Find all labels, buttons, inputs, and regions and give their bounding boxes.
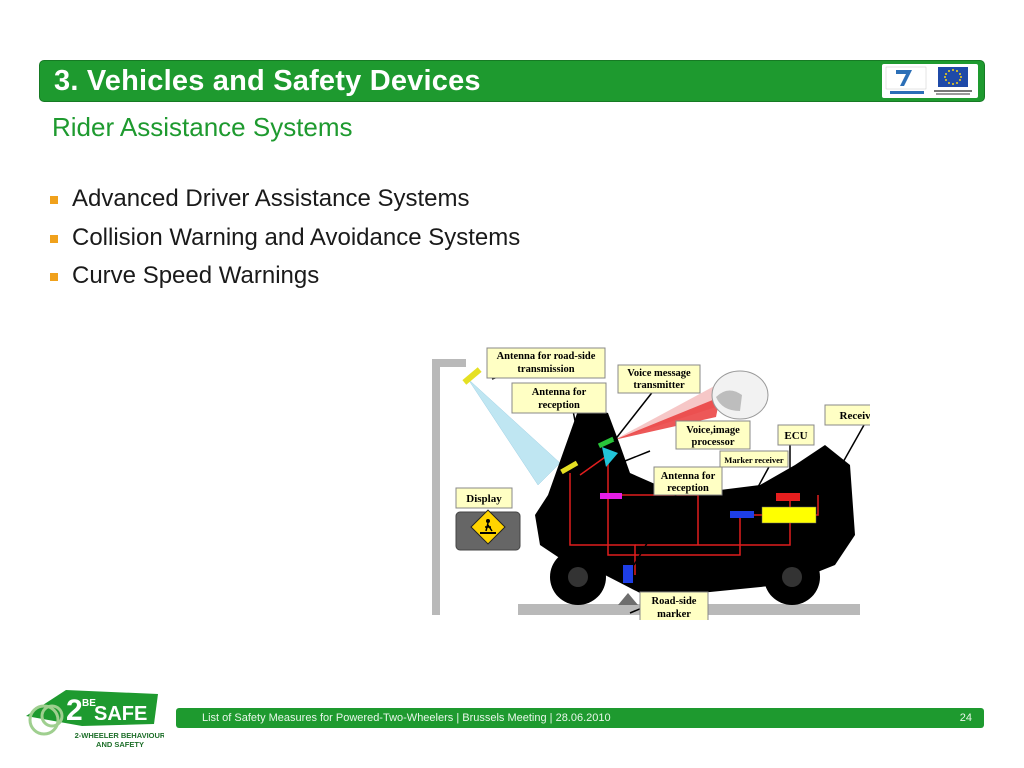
voice-beam-core	[614, 397, 720, 440]
voice-beam	[614, 383, 720, 440]
label-marker-receiver: Marker receiver	[719, 450, 789, 468]
roadside-pole	[432, 359, 440, 615]
svg-text:reception: reception	[667, 483, 709, 494]
svg-text:Voice message: Voice message	[627, 368, 691, 379]
label-roadside-marker: Road-side marker	[639, 591, 709, 623]
bullet-list: Advanced Driver Assistance Systems Colli…	[50, 182, 520, 298]
label-antenna-transmission: Antenna for road-side transmission	[486, 347, 606, 379]
svg-text:AND SAFETY: AND SAFETY	[96, 740, 144, 749]
wiring	[569, 450, 819, 575]
scooter-diagram: Antenna for road-side transmission Voice…	[432, 347, 896, 623]
rider-assistance-diagram: Antenna for road-side transmission Voice…	[430, 345, 896, 623]
label-antenna-reception-2: Antenna for reception	[653, 466, 723, 496]
svg-text:processor: processor	[692, 437, 735, 448]
transmission-antenna	[462, 367, 482, 385]
svg-text:Antenna for: Antenna for	[532, 387, 587, 398]
page-number: 24	[959, 712, 972, 724]
svg-text:2: 2	[66, 694, 83, 727]
svg-text:transmission: transmission	[517, 364, 574, 375]
2besafe-logo: 2 BE SAFE 2-WHEELER BEHAVIOUR AND SAFETY	[22, 684, 166, 756]
svg-text:marker: marker	[657, 609, 691, 620]
list-item: Advanced Driver Assistance Systems	[50, 182, 520, 221]
label-ecu: ECU	[777, 424, 815, 446]
svg-text:transmitter: transmitter	[633, 380, 685, 391]
2besafe-logo-icon: 2 BE SAFE 2-WHEELER BEHAVIOUR AND SAFETY	[26, 690, 166, 749]
bullet-square-icon	[50, 234, 58, 243]
svg-text:BE: BE	[82, 698, 96, 709]
reception-antenna-2	[560, 460, 579, 475]
label-voice-message: Voice message transmitter	[617, 364, 701, 394]
footer-bar: List of Safety Measures for Powered-Two-…	[176, 708, 984, 728]
title-bar: 3. Vehicles and Safety Devices	[40, 61, 984, 101]
svg-text:2-WHEELER BEHAVIOUR: 2-WHEELER BEHAVIOUR	[75, 731, 164, 740]
road-marker	[618, 593, 638, 605]
label-receiver: Receiver	[824, 404, 896, 426]
svg-text:Marker receiver: Marker receiver	[724, 455, 784, 465]
bullet-square-icon	[50, 273, 58, 281]
ecu-unit	[776, 493, 800, 501]
road-marker-antenna	[623, 565, 633, 583]
svg-text:Antenna for: Antenna for	[661, 471, 716, 482]
bullet-square-icon	[50, 196, 58, 204]
marker-receiver-unit	[730, 511, 754, 518]
page-title: 3. Vehicles and Safety Devices	[54, 65, 481, 97]
eu-logos-icon	[885, 66, 972, 95]
pole-arm	[432, 359, 466, 367]
svg-text:SAFE: SAFE	[94, 703, 147, 725]
antenna-beam	[467, 378, 561, 486]
svg-text:Display: Display	[466, 493, 502, 505]
partner-logos	[882, 64, 978, 98]
display-sign	[455, 509, 521, 551]
label-display: Display	[455, 487, 513, 509]
svg-text:Road-side: Road-side	[652, 596, 697, 607]
section-subtitle: Rider Assistance Systems	[52, 112, 353, 142]
display-unit	[600, 493, 622, 499]
helmet-icon	[711, 370, 769, 420]
footer-text: List of Safety Measures for Powered-Two-…	[202, 712, 611, 724]
svg-text:ECU: ECU	[784, 430, 807, 442]
label-voice-image: Voice,image processor	[675, 420, 751, 450]
svg-text:Antenna for road-side: Antenna for road-side	[497, 351, 596, 362]
list-item: Collision Warning and Avoidance Systems	[50, 221, 520, 260]
svg-text:Receiver: Receiver	[840, 410, 870, 422]
processor-unit	[602, 447, 618, 467]
receiver-unit	[761, 506, 817, 524]
label-antenna-reception: Antenna for reception	[511, 382, 607, 414]
reception-antenna	[597, 436, 615, 449]
svg-text:reception: reception	[538, 400, 580, 411]
svg-text:Voice,image: Voice,image	[686, 425, 740, 436]
list-item: Curve Speed Warnings	[50, 259, 520, 298]
